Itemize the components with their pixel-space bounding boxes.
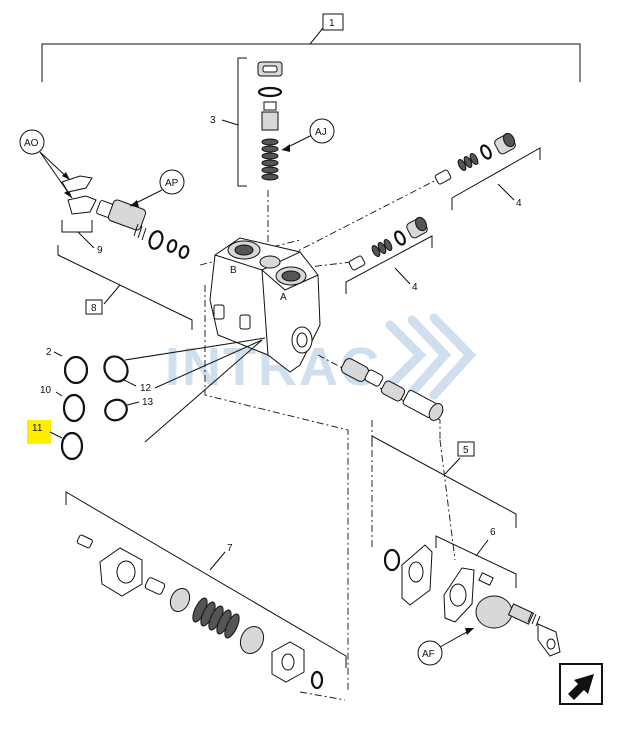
relief-poppet-body [261,111,279,131]
callout-box-1 [322,13,344,31]
bubble-ao-label: AO [24,138,39,149]
seal-2 [63,355,89,385]
housing-port-top-center [259,255,281,269]
connector-clip-upper [61,175,93,193]
seal-13 [104,398,128,422]
callout-4-lower: 4 [412,282,418,293]
callout-2: 2 [46,347,52,358]
bubble-aj-label: AJ [315,127,327,138]
spool-assembly [341,358,444,421]
callout-11: 11 [32,423,43,434]
end-cap-o-ring [383,548,401,572]
relief-spring [261,138,279,181]
callout-box-5 [457,441,475,457]
valve-housing: B A [209,237,321,373]
bubble-ap [159,169,185,195]
actuator-o-ring [310,670,324,690]
seal-10 [62,393,86,423]
check-valve-upper: 4 [434,132,541,210]
next-page-arrow-icon[interactable] [559,663,603,705]
callout-6: 6 [490,527,496,538]
check-spring-lower [371,239,393,257]
check-valve-lower: 4 [345,216,433,294]
actuator-screw [76,534,93,549]
seal-leader-lines [124,337,266,443]
bubble-aj [309,118,335,144]
actuator-kit: 7 [65,491,347,690]
actuator-spring [192,597,240,639]
callout-4-upper: 4 [516,198,522,209]
callout-12: 12 [140,383,152,394]
housing-port-b-label: B [230,265,237,276]
callout-10: 10 [40,385,52,396]
watermark-chevrons-icon [385,313,477,400]
callout-3: 3 [210,115,216,126]
callout-group-1: 1 [41,13,581,82]
callout-11-highlight [27,420,51,444]
callout-13: 13 [142,397,154,408]
check-spring-upper [457,153,479,171]
clevis-threads [527,611,541,627]
housing-port-a-label: A [280,292,287,303]
relief-o-ring [257,86,283,98]
seal-11 [60,431,84,461]
connector-assembly: AO AP 9 8 [19,129,193,330]
seal-kit: 2 12 10 13 11 [27,347,154,461]
seal-12 [103,355,129,383]
callout-8: 8 [91,303,97,314]
callout-9: 9 [97,245,103,256]
callout-7: 7 [227,543,233,554]
end-cap-dome [475,595,513,629]
solenoid-threads [133,223,147,241]
callout-1: 1 [329,18,335,29]
callout-box-8 [85,299,103,315]
relief-valve-cartridge: 3 AJ [210,57,335,187]
bubble-ap-label: AP [165,178,179,189]
bubble-af [417,640,443,666]
callout-5: 5 [463,445,469,456]
end-cap-assembly: 5 6 AF [371,435,561,666]
solenoid-body [107,199,147,231]
bubble-af-label: AF [422,649,435,660]
bubble-ao [19,129,45,155]
relief-poppet-head [263,101,277,111]
connector-clip-lower [67,195,97,215]
